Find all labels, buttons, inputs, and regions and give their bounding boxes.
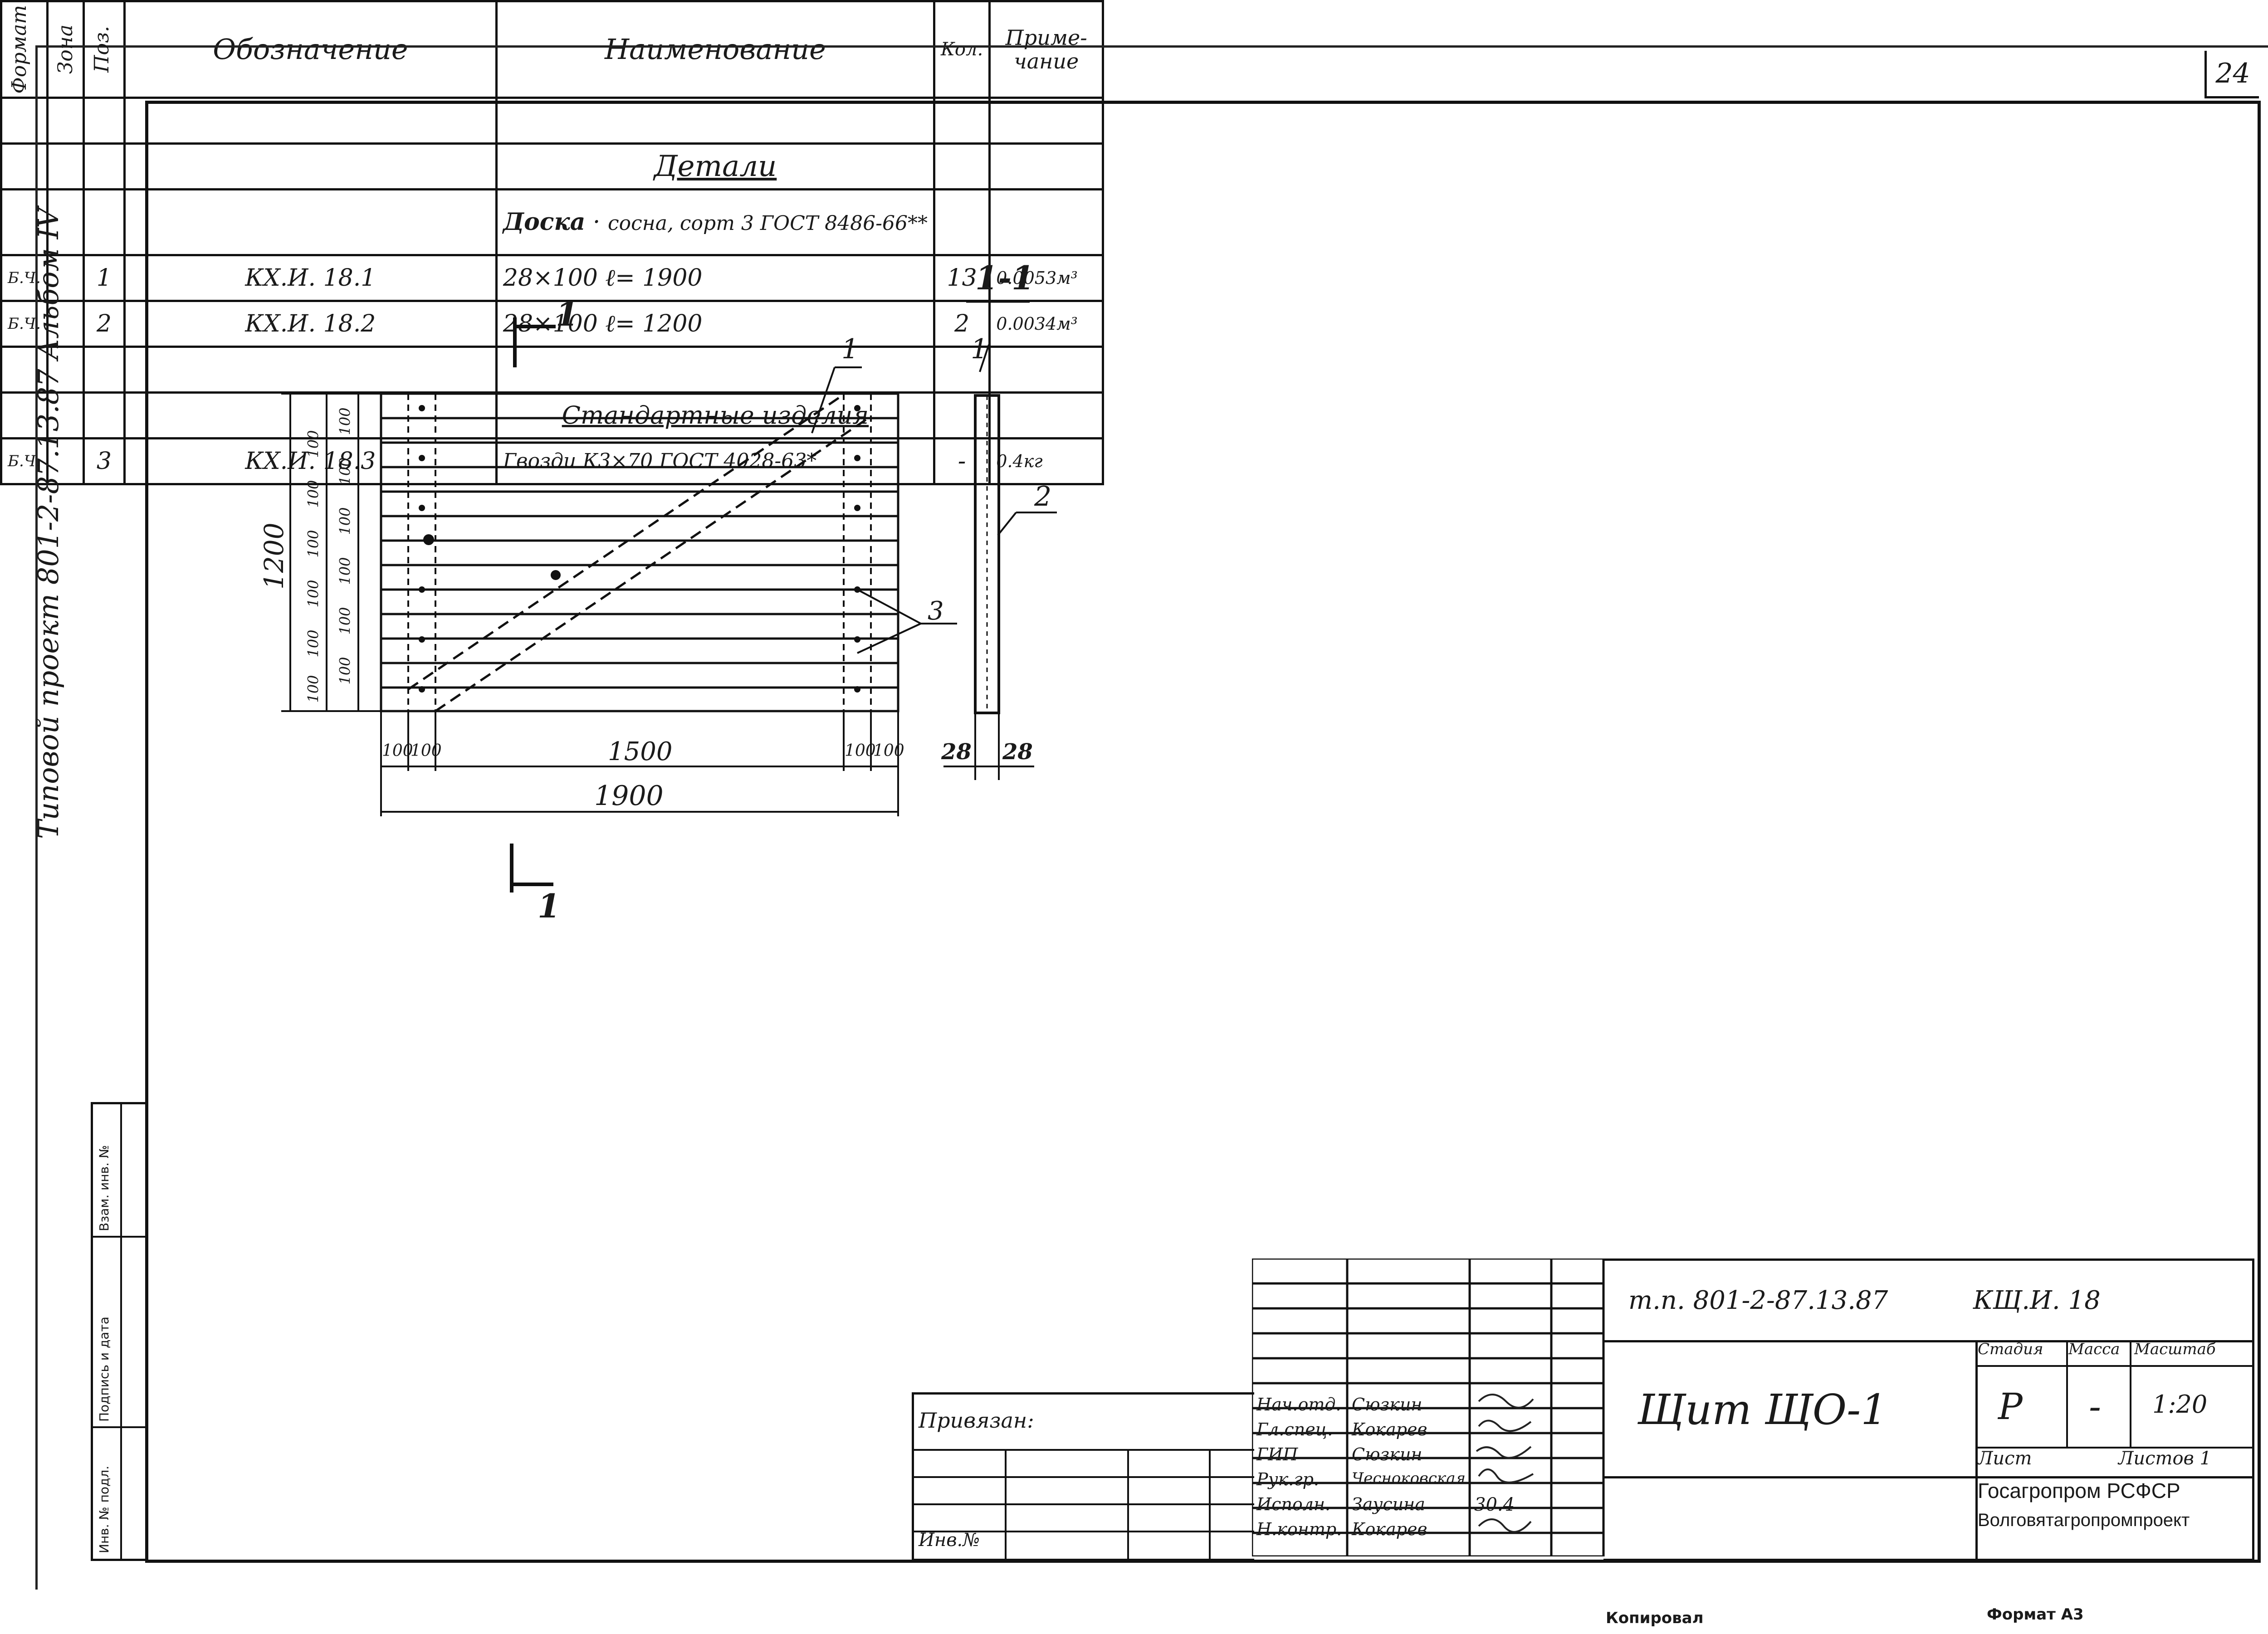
dim-edge-left-1: 100 <box>382 741 413 760</box>
spec-header-row: Формат Зона Поз. Обозначение Наименовани… <box>0 0 1105 99</box>
spec-row-1: Б.Ч. 1 КХ.И. 18.1 28×100 ℓ= 1900 13 0.00… <box>0 254 1105 302</box>
section-cut-bottom <box>510 844 553 893</box>
section-mark-top: 1 <box>556 295 579 333</box>
callout-pos-3: 3 <box>928 596 944 626</box>
specification-table: Формат Зона Поз. Обозначение Наименовани… <box>0 0 1105 485</box>
dim-height <box>281 393 381 712</box>
leader-pos-3a <box>857 589 921 624</box>
diagonal-brace <box>407 393 872 712</box>
shield-drawing <box>281 300 1057 893</box>
sheet-inner-frame <box>145 101 2261 1563</box>
hdr-pos: Поз. <box>90 26 113 73</box>
sig-role-2: Гл.спец. <box>1256 1419 1333 1439</box>
scale-label: Масштаб <box>2134 1340 2216 1358</box>
stage-label: Стадия <box>1978 1340 2043 1358</box>
title-right-area <box>1603 1258 2254 1561</box>
org-line-2: Волговятагропромпроект <box>1978 1510 2190 1530</box>
hdr-name: Наименование <box>495 0 935 99</box>
sig-name-6: Кокарев <box>1352 1519 1427 1539</box>
sheets-label: Листов 1 <box>2118 1448 2211 1469</box>
dim-edge-right-1: 100 <box>845 741 876 760</box>
section-title: 1-1 <box>975 259 1035 297</box>
board-lines <box>381 417 898 689</box>
dim-section-left: 28 <box>941 739 972 765</box>
scale-value: 1:20 <box>2152 1390 2208 1419</box>
nail-dots <box>419 405 860 693</box>
leader-pos-2 <box>997 512 1017 536</box>
dim-total-width: 1900 <box>594 780 664 812</box>
project-code: т.п. 801-2-87.13.87 <box>1628 1286 1888 1315</box>
hdr-format: Формат <box>8 5 31 94</box>
section-mark-bottom: 1 <box>538 887 561 925</box>
callout-pos-2: 2 <box>1034 481 1052 512</box>
material-spec: сосна, сорт 3 ГОСТ 8486-66** <box>607 212 928 235</box>
hdr-zone: Зона <box>54 24 77 74</box>
sig-role-1: Нач.отд. <box>1256 1395 1341 1415</box>
leader-pos-3b <box>857 623 921 654</box>
dim-left-marks: 100 100 100 100 100 100 <box>304 430 322 703</box>
dim-middle: 1500 <box>608 737 673 766</box>
dim-section-right: 28 <box>1002 739 1033 765</box>
title-block-grid <box>1252 1258 1605 1556</box>
leader-section-1 <box>979 344 990 372</box>
spec-section-standard: Стандартные изделия <box>0 391 1105 439</box>
sig-name-5: Заусина <box>1352 1494 1425 1514</box>
end-battens <box>407 394 872 711</box>
title-block: Нач.отд. Сюзкин Гл.спец. Кокарев ГИП Сюз… <box>1252 1258 2254 1561</box>
org-line-1: Госагропром РСФСР <box>1978 1479 2180 1502</box>
sig-role-6: Н.контр. <box>1256 1519 1342 1539</box>
mass-label: Масса <box>2068 1340 2120 1358</box>
spec-material-row: Доска · сосна, сорт 3 ГОСТ 8486-66** <box>0 188 1105 256</box>
callout-pos-1: 1 <box>841 333 859 365</box>
footer-format: Формат А3 <box>1987 1605 2084 1624</box>
inv-label: Инв.№ <box>919 1530 980 1551</box>
sheet-code: КЩ.И. 18 <box>1973 1286 2101 1315</box>
sig-role-5: Исполн. <box>1256 1494 1331 1514</box>
leader-pos-1 <box>811 367 836 434</box>
spec-row-2: Б.Ч. 2 КХ.И. 18.2 28×100 ℓ= 1200 2 0.003… <box>0 299 1105 348</box>
page-number: 24 <box>2204 51 2259 98</box>
hdr-designation: Обозначение <box>123 0 498 99</box>
sig-role-3: ГИП <box>1256 1444 1298 1464</box>
hdr-qty: Кол. <box>933 0 991 99</box>
dim-edge-left-2: 100 <box>411 741 442 760</box>
material-label: Доска <box>503 208 586 236</box>
dim-width <box>380 711 1034 816</box>
drawing-title: Щит ЩО-1 <box>1637 1385 1887 1434</box>
shield-outline <box>380 392 899 712</box>
hdr-note: Приме-чание <box>988 0 1105 99</box>
stamp-label-inv-orig: Инв. № подл. <box>97 1465 112 1553</box>
signature-marks <box>1476 1394 1534 1533</box>
sig-name-2: Кокарев <box>1352 1419 1427 1439</box>
side-stamp-column: Взам. инв. № Подпись и дата Инв. № подл. <box>91 1102 147 1561</box>
sheet-label: Лист <box>1978 1448 2032 1469</box>
stage-value: Р <box>1998 1385 2023 1428</box>
dim-edge-right-2: 100 <box>873 741 904 760</box>
mass-value: - <box>2089 1385 2102 1428</box>
dim-height-total: 1200 <box>259 522 289 590</box>
stamp-label-sign-date: Подпись и дата <box>97 1317 112 1422</box>
sheet-outer-border <box>35 45 2268 1590</box>
bound-label: Привязан: <box>919 1408 1034 1433</box>
sig-name-4: Чесноковская <box>1352 1469 1466 1488</box>
footer-copied: Копировал <box>1606 1609 1704 1627</box>
stamp-label-replaced-inv: Взам. инв. № <box>97 1145 112 1231</box>
sig-date: 30.4 <box>1474 1494 1515 1515</box>
sig-role-4: Рук.гр. <box>1256 1469 1319 1489</box>
section-cut-top <box>513 317 556 367</box>
section-callout-1: 1 <box>971 333 988 365</box>
sig-name-1: Сюзкин <box>1352 1395 1422 1415</box>
spec-section-details: Детали <box>0 142 1105 190</box>
bound-block <box>912 1392 1254 1561</box>
sig-name-3: Сюзкин <box>1352 1444 1422 1464</box>
dim-right-marks: 100 100 100 100 100 100 <box>336 407 354 685</box>
